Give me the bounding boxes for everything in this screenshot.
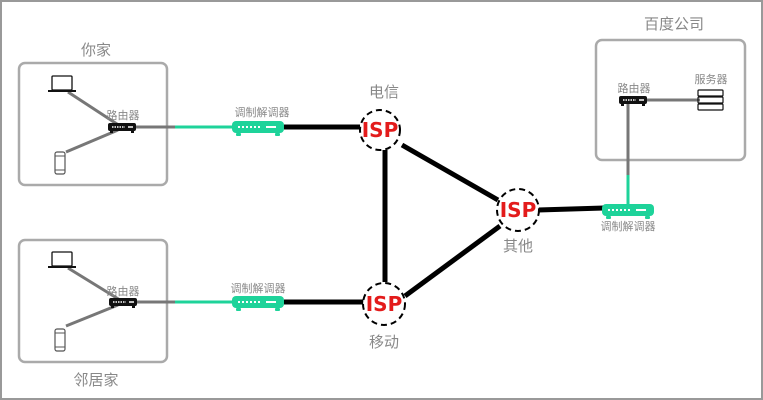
lan-links <box>65 90 700 328</box>
your-home-label: 你家 <box>81 41 111 59</box>
router-label: 路由器 <box>618 81 651 95</box>
laptop-icon <box>47 251 77 269</box>
modem-label: 调制解调器 <box>601 219 656 233</box>
router-icon <box>107 122 137 134</box>
phone-icon <box>54 151 66 175</box>
isp-other: ISP <box>496 188 540 232</box>
router-icon <box>108 297 138 309</box>
modem-links <box>175 125 630 304</box>
svg-text:ISP: ISP <box>366 292 403 316</box>
modem-icon <box>231 120 285 137</box>
laptop-icon <box>47 75 77 93</box>
telecom-label: 电信 <box>369 83 399 101</box>
router-label: 路由器 <box>107 108 140 122</box>
modem-label: 调制解调器 <box>231 281 286 295</box>
router-icon <box>618 95 648 107</box>
isp-mobile: ISP <box>362 282 406 326</box>
svg-text:ISP: ISP <box>500 198 537 222</box>
phone-icon <box>54 328 66 352</box>
isp-telecom: ISP <box>359 109 401 151</box>
other-label: 其他 <box>503 237 533 255</box>
neighbor-home-label: 邻居家 <box>73 371 118 389</box>
server-label: 服务器 <box>695 73 728 86</box>
router-label: 路由器 <box>107 284 140 298</box>
baidu-label: 百度公司 <box>644 15 704 33</box>
server-icon <box>697 89 724 111</box>
your-home-box <box>17 61 169 187</box>
modem-label: 调制解调器 <box>235 105 290 119</box>
isp-links <box>284 124 605 305</box>
modem-icon <box>601 203 655 220</box>
modem-icon <box>231 295 285 312</box>
mobile-label: 移动 <box>369 333 399 351</box>
baidu-box <box>594 38 747 162</box>
svg-text:ISP: ISP <box>362 118 399 142</box>
